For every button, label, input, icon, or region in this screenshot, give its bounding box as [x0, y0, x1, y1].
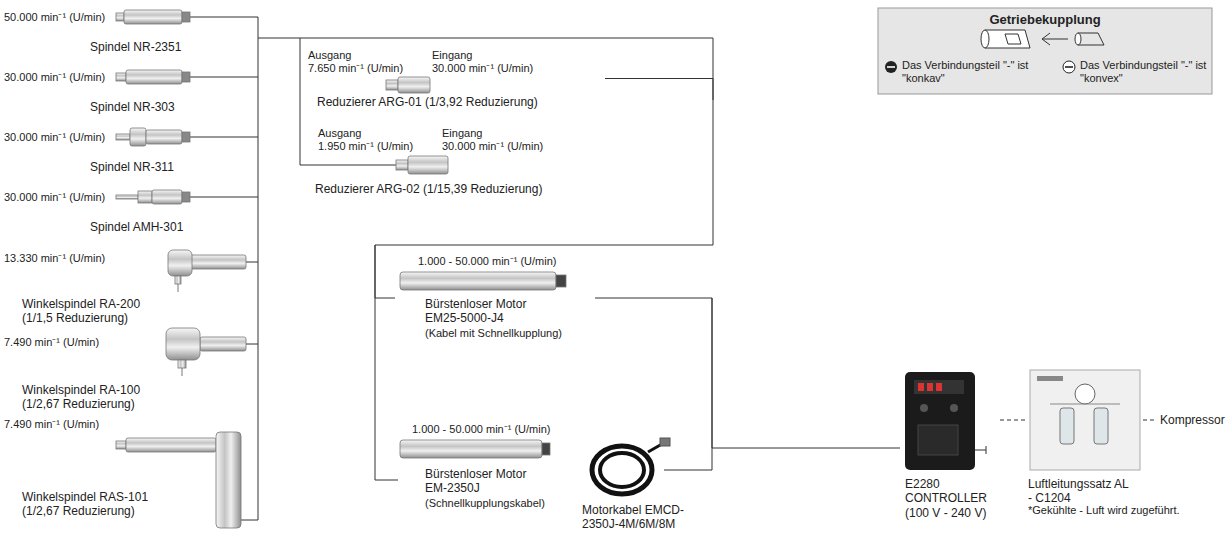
- reducer: Ausgang1.950 min⁻¹ (U/min) Eingang30.000 …: [305, 124, 605, 200]
- angle-spindle: 7.490 min⁻¹ (U/min)Winkelspindel RAS-101…: [2, 428, 244, 532]
- air-line-kit: Luftleitungssatz AL - C1204*Gekühlte - L…: [1026, 366, 1210, 536]
- spindle: 30.000 min⁻¹ (U/min) Spindel NR-303: [2, 66, 222, 116]
- controller: E2280 CONTROLLER (100 V - 240 V): [900, 368, 1000, 528]
- coupling-legend-box: GetriebekupplungDas Verbindungsteil "-" …: [878, 8, 1214, 94]
- speed-value: 30.000 min⁻¹ (U/min): [4, 71, 105, 84]
- spindle: 30.000 min⁻¹ (U/min) Spindel NR-311: [2, 126, 222, 176]
- part-name: Motorkabel EMCD-2350J-4M/6M/8M: [582, 503, 716, 532]
- box-heading: Getriebekupplung: [878, 12, 1212, 28]
- coupling-legend-drawing: [878, 8, 1212, 94]
- part-name: E2280 CONTROLLER (100 V - 240 V): [905, 477, 997, 520]
- motor-drawings: [400, 272, 566, 458]
- part-note: (Schnellkupplungskabel): [425, 497, 545, 510]
- reducer-drawings: [386, 77, 448, 174]
- spindle: 30.000 min⁻¹ (U/min) Spindel AMH-301: [2, 186, 222, 236]
- part-name: Winkelspindel RAS-101 (1/2,67 Reduzierun…: [22, 490, 172, 519]
- part-name: Spindel NR-303: [90, 100, 220, 114]
- legend-text: Das Verbindungsteil "-" ist "konvex": [1080, 59, 1208, 85]
- port-label: Eingang: [442, 127, 482, 140]
- part-name: Bürstenloser Motor EM25-5000-J4: [425, 297, 543, 326]
- speed-value: 1.000 - 50.000 min⁻¹ (U/min): [418, 255, 557, 268]
- part-note: (Kabel mit Schnellkupplung): [425, 327, 562, 340]
- angle-spindle: 7.490 min⁻¹ (U/min) Winkelspindel RA-100 …: [2, 326, 248, 416]
- spindle: 50.000 min⁻¹ (U/min) Spindel NR-2351: [2, 6, 222, 56]
- part-note: *Gekühlte - Luft wird zugeführt.: [1028, 504, 1180, 517]
- speed-value: 13.330 min⁻¹ (U/min): [4, 252, 105, 265]
- speed-value: 1.950 min⁻¹ (U/min): [318, 140, 413, 153]
- port-label: Ausgang: [308, 49, 351, 62]
- angle-spindle: 13.330 min⁻¹ (U/min) Winkelspindel RA-200…: [2, 246, 248, 330]
- speed-value: 7.490 min⁻¹ (U/min): [4, 336, 99, 349]
- speed-value: 30.000 min⁻¹ (U/min): [432, 62, 533, 75]
- part-name: Luftleitungssatz AL - C1204: [1028, 477, 1130, 506]
- part-name: Reduzierer ARG-02 (1/15,39 Reduzierung): [315, 182, 542, 196]
- part-name: Spindel NR-311: [90, 160, 220, 174]
- motor: 1.000 - 50.000 min⁻¹ (U/min) Bürstenloser…: [395, 252, 595, 344]
- part-name: Bürstenloser Motor EM-2350J: [425, 467, 543, 496]
- annotation-label: Kompressor: [1160, 413, 1225, 427]
- spindle-drawings: [116, 10, 246, 528]
- air-kit-drawing: [1030, 370, 1140, 470]
- speed-value: 7.650 min⁻¹ (U/min): [308, 62, 403, 75]
- motor-cable: Motorkabel EMCD-2350J-4M/6M/8M: [580, 436, 718, 534]
- connector: [1000, 420, 1026, 421]
- speed-value: 7.490 min⁻¹ (U/min): [4, 418, 99, 431]
- legend-text: Das Verbindungsteil "-" ist "konkav": [902, 59, 1052, 85]
- connector: [595, 298, 900, 448]
- part-name: Winkelspindel RA-100 (1/2,67 Reduzierung…: [22, 383, 172, 412]
- controller-drawing: [905, 372, 986, 470]
- part-name: Winkelspindel RA-200 (1/1,5 Reduzierung): [22, 297, 172, 326]
- cable-drawing: [592, 438, 670, 494]
- part-name: Reduzierer ARG-01 (1/3,92 Reduzierung): [317, 95, 538, 109]
- speed-value: 50.000 min⁻¹ (U/min): [4, 11, 105, 24]
- port-label: Eingang: [432, 49, 472, 62]
- reducer: Ausgang7.650 min⁻¹ (U/min) Eingang30.000 …: [305, 46, 605, 111]
- part-name: Spindel NR-2351: [90, 40, 220, 54]
- part-name: Spindel AMH-301: [90, 220, 220, 234]
- motor: 1.000 - 50.000 min⁻¹ (U/min) Bürstenloser…: [395, 420, 575, 520]
- speed-value: 30.000 min⁻¹ (U/min): [4, 131, 105, 144]
- speed-value: 1.000 - 50.000 min⁻¹ (U/min): [412, 423, 551, 436]
- speed-value: 30.000 min⁻¹ (U/min): [4, 191, 105, 204]
- speed-value: 30.000 min⁻¹ (U/min): [442, 140, 543, 153]
- port-label: Ausgang: [318, 127, 361, 140]
